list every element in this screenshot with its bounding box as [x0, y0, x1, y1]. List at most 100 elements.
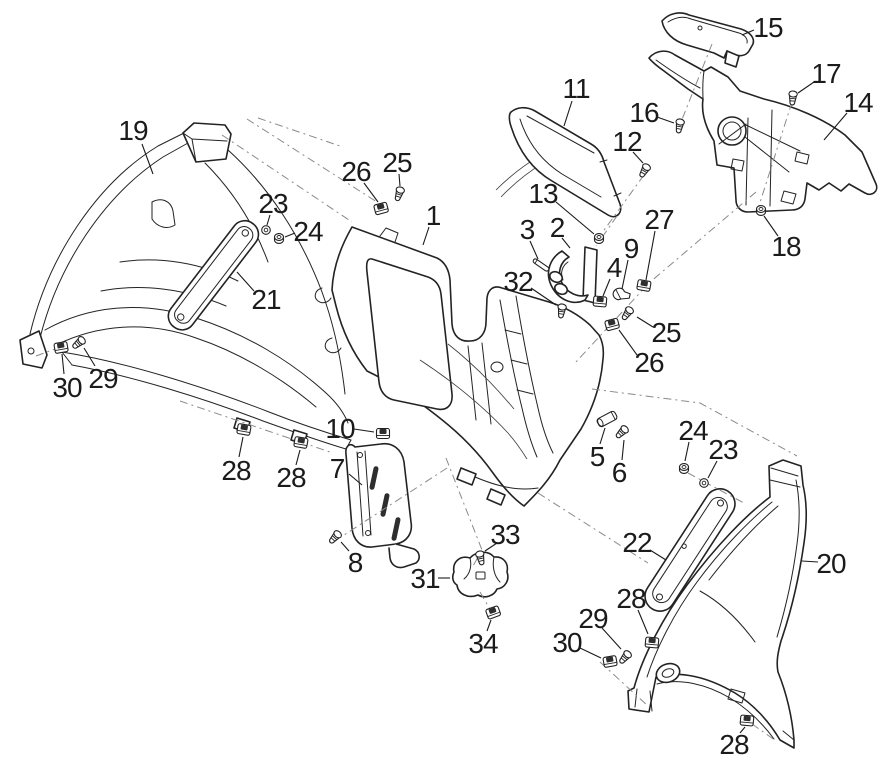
callout-label-30: 30: [552, 627, 582, 658]
leader-line-30: [579, 647, 602, 659]
leader-line-28: [739, 726, 746, 734]
part-1-bottom-tab: [456, 467, 477, 486]
nut-icon: [678, 463, 690, 474]
part-2-bracket: [547, 246, 598, 304]
callout-label-8: 8: [348, 547, 363, 578]
leader-line-2: [561, 237, 571, 249]
leader-line-10: [353, 428, 375, 433]
leader-line-34: [486, 619, 492, 632]
leader-line-1: [422, 226, 430, 246]
rivet-icon: [610, 284, 633, 306]
clip-icon: [592, 295, 608, 308]
leader-line-22: [649, 549, 667, 561]
screw-icon: [326, 528, 344, 546]
leader-line-28: [637, 609, 649, 635]
part-14-handlebar-cover: [648, 50, 878, 213]
part-1-window: [365, 258, 453, 411]
leader-line-9: [621, 259, 629, 290]
leader-line-16: [656, 116, 675, 124]
callout-label-16: 16: [629, 97, 659, 128]
screw-icon: [636, 161, 653, 180]
leader-line-25: [636, 316, 654, 328]
leader-line-27: [645, 230, 656, 281]
clip-icon: [53, 340, 69, 355]
callout-label-13: 13: [528, 178, 558, 209]
callout-label-27: 27: [644, 204, 674, 235]
pin-icon: [531, 257, 551, 273]
alignment-guide-line: [591, 388, 798, 457]
alignment-guide-line: [246, 118, 378, 203]
parts-artwork: [19, 12, 878, 749]
clip-icon: [644, 636, 660, 649]
leader-line-8: [340, 541, 350, 552]
leader-line-29: [83, 347, 96, 367]
part-20-side-panel: [627, 459, 807, 749]
leader-line-19: [141, 143, 154, 175]
callout-label-15: 15: [753, 12, 783, 43]
callout-label-7: 7: [330, 453, 345, 484]
leader-line-33: [484, 542, 498, 552]
callout-label-30: 30: [52, 372, 82, 403]
screw-icon: [619, 304, 636, 323]
part-31-horn: [451, 551, 509, 598]
spacer-icon: [595, 409, 619, 429]
callout-label-28: 28: [276, 462, 306, 493]
clip-icon: [375, 427, 391, 440]
clip-icon: [373, 201, 390, 216]
alignment-guide-line: [687, 472, 745, 504]
callout-label-34: 34: [468, 628, 498, 659]
alignment-guide-line: [479, 591, 492, 612]
nut-icon: [593, 233, 605, 244]
callout-label-26: 26: [634, 347, 664, 378]
callout-label-3: 3: [520, 214, 535, 245]
leader-line-12: [632, 151, 644, 164]
nut-icon: [273, 233, 285, 244]
callout-label-33: 33: [490, 519, 520, 550]
alignment-guide-line: [680, 43, 713, 123]
leader-line-7: [348, 473, 363, 486]
callout-label-10: 10: [325, 413, 355, 444]
alignment-guide-line: [221, 134, 353, 223]
clip-icon: [293, 435, 309, 450]
leader-lines: [61, 29, 848, 734]
leader-line-23: [707, 460, 718, 479]
leader-line-14: [823, 112, 848, 141]
screw-icon: [787, 90, 799, 106]
part-19-top-box: [182, 122, 232, 163]
callout-label-12: 12: [612, 126, 642, 157]
leader-line-24: [284, 232, 296, 238]
alignment-guide-line: [257, 117, 341, 147]
leader-line-3: [529, 240, 539, 260]
callout-label-5: 5: [590, 441, 605, 472]
leader-line-26: [618, 329, 638, 356]
washer-icon: [699, 478, 709, 488]
leader-line-15: [741, 29, 755, 36]
screw-icon: [673, 117, 686, 135]
callout-label-23: 23: [258, 188, 288, 219]
alignment-guide-line: [35, 348, 56, 357]
callout-label-24: 24: [293, 216, 323, 247]
clip-icon: [739, 714, 755, 727]
leader-line-30: [61, 353, 65, 375]
part-1-inner-shield: [314, 226, 605, 507]
alignment-guide-line: [599, 661, 649, 707]
callout-label-6: 6: [612, 457, 627, 488]
part-15-top-cover: [661, 12, 755, 68]
leader-line-26: [363, 182, 379, 203]
leader-line-28: [295, 449, 301, 466]
clip-icon: [602, 654, 618, 669]
nut-icon: [755, 205, 767, 216]
part-7-vent-bracket: [345, 442, 420, 569]
screw-icon: [613, 423, 631, 441]
leader-line-4: [602, 278, 611, 297]
clip-icon: [636, 278, 652, 293]
washer-icon: [261, 225, 271, 235]
leader-line-5: [599, 427, 606, 445]
leader-line-20: [801, 560, 819, 563]
clip-icon: [604, 317, 621, 332]
callout-label-28: 28: [719, 729, 749, 760]
clip-icon: [236, 422, 252, 437]
leader-line-32: [530, 287, 557, 306]
